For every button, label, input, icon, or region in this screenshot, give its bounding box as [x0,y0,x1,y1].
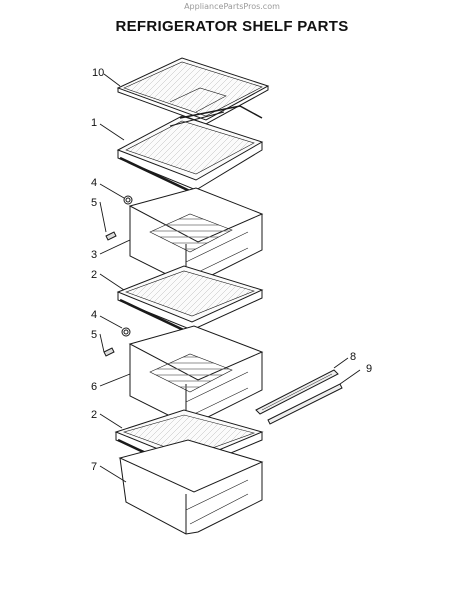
callout-10: 10 [92,67,104,79]
callout-1: 1 [91,117,97,129]
callout-2-lower: 2 [91,409,97,421]
callout-4-upper: 4 [91,177,97,189]
callout-4-lower: 4 [91,309,97,321]
callout-9: 9 [366,363,372,375]
roller-4-upper [123,195,133,205]
crisper-drawer-3 [128,187,264,285]
deli-drawer-7 [118,439,264,535]
shelf-frame-2-upper [116,265,264,336]
slide-rail-9 [267,383,343,425]
callout-5-upper: 5 [91,197,97,209]
page-title: REFRIGERATOR SHELF PARTS [115,18,349,35]
roller-4-lower [121,327,131,337]
crisper-drawer-6 [128,325,264,425]
top-glass-shelf [116,57,270,125]
callout-3: 3 [91,249,97,261]
leader-lines [99,73,361,483]
watermark: AppliancePartsPros.com [184,2,280,11]
callout-8: 8 [350,351,356,363]
screw-5-lower [103,347,115,357]
callout-7: 7 [91,461,97,473]
callout-2-upper: 2 [91,269,97,281]
slide-rail-8 [255,369,339,415]
callout-6: 6 [91,381,97,393]
callout-5-lower: 5 [91,329,97,341]
glass-shelf-with-frame-1 [116,105,264,196]
screw-5-upper [105,231,117,241]
